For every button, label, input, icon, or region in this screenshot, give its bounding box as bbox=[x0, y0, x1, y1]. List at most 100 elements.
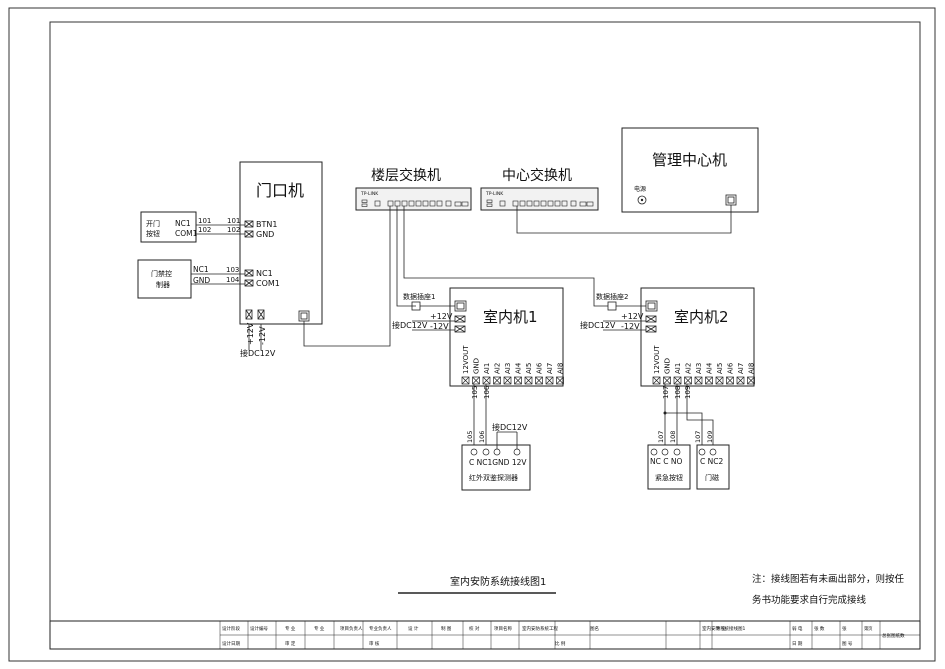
title-block: 设计阶段设计编号专 业专 业项目负责人专业负责人设 计制 图校 对项目名称室内安… bbox=[49, 620, 921, 650]
title-block-cell: 室内安防系统工程 bbox=[522, 625, 558, 632]
pin-terminal bbox=[503, 376, 512, 385]
pin-label: AI1 bbox=[483, 363, 491, 374]
wire-101-left: 101 bbox=[198, 217, 211, 225]
wire-104: 104 bbox=[226, 276, 240, 284]
note-line-1: 注：接线图若有未画出部分，则按任 bbox=[752, 573, 905, 585]
title-block-cell: 专业负责人 bbox=[369, 625, 392, 632]
pin-label: AI4 bbox=[515, 362, 523, 374]
title-block-cell: 专 业 bbox=[285, 625, 296, 632]
indoor2-plus: +12V bbox=[621, 312, 644, 321]
indoor2-data-port-label: 数据插座2 bbox=[596, 292, 628, 301]
door-power-minus: -12V bbox=[258, 326, 267, 345]
pin-terminal bbox=[482, 376, 491, 385]
pin-terminal bbox=[461, 376, 470, 385]
indoor1-wire-b: 106 bbox=[483, 385, 491, 399]
indoor1-wire-a: 105 bbox=[471, 386, 479, 399]
lock-controller-device: 门禁控 制器 NC1 GND 103 104 bbox=[137, 259, 245, 299]
title-block-cell: 图 号 bbox=[842, 641, 853, 647]
title-block-cell: 项目负责人 bbox=[340, 625, 363, 632]
lock-controller-label-1: 门禁控 bbox=[151, 269, 172, 278]
open-button-term2: COM1 bbox=[175, 229, 198, 238]
title-block-cell: 项目名称 bbox=[494, 625, 512, 632]
pin-label: AI5 bbox=[525, 363, 533, 374]
lock-controller-label-2: 制器 bbox=[156, 280, 170, 289]
pin-label: GND bbox=[473, 358, 481, 374]
pin-label: AI7 bbox=[546, 363, 554, 374]
indoor2-wire-a: 107 bbox=[662, 386, 670, 399]
indoor1-plus: +12V bbox=[430, 312, 453, 321]
pin-terminal bbox=[545, 376, 554, 385]
pin-label: AI8 bbox=[557, 363, 565, 374]
pin-label: AI7 bbox=[737, 363, 745, 374]
pin-label: AI5 bbox=[716, 363, 724, 374]
mgmt-center-title: 管理中心机 bbox=[652, 151, 727, 169]
indoor2-wire-c: 109 bbox=[684, 386, 692, 399]
title-block-cell: 张 数 bbox=[814, 625, 825, 632]
wire-102-left: 102 bbox=[198, 226, 211, 234]
pin-label: AI3 bbox=[695, 363, 703, 374]
pin-terminal bbox=[715, 376, 724, 385]
door-unit: 门口机 BTN1 GND NC1 COM1 +12V -12V 接DC12V bbox=[239, 161, 323, 358]
management-center: 管理中心机 电源 bbox=[621, 127, 759, 213]
indoor1-data-port-label: 数据插座1 bbox=[403, 292, 435, 301]
pin-label: AI6 bbox=[727, 362, 735, 374]
terminal-btn1: BTN1 bbox=[256, 220, 277, 229]
title-block-cell: 第 bbox=[864, 625, 869, 632]
magnet-label: 门磁 bbox=[705, 473, 719, 482]
title-block-cell: 设 计 bbox=[408, 625, 419, 632]
emergency-wire-b: 108 bbox=[669, 431, 677, 443]
title-block-cell: 张 bbox=[842, 625, 847, 632]
pin-terminal bbox=[663, 376, 671, 385]
pin-terminal bbox=[493, 376, 501, 385]
lock-controller-term2: GND bbox=[193, 276, 210, 285]
pin-label: AI2 bbox=[494, 363, 502, 374]
indoor1-title: 室内机1 bbox=[483, 308, 538, 326]
ir-power-label: 接DC12V bbox=[492, 422, 528, 432]
network-wires bbox=[303, 205, 732, 347]
title-block-cell: 图名 bbox=[590, 625, 599, 632]
open-button-device: 开门 按钮 NC1 COM1 101 102 101 102 bbox=[140, 211, 245, 243]
pin-terminal bbox=[524, 376, 533, 385]
ir-wire-b: 106 bbox=[478, 431, 486, 443]
door-power-plus: +12V bbox=[246, 322, 255, 345]
title-block-cell: 设计日期 bbox=[222, 640, 240, 647]
note-line-2: 务书功能要求自行完成接线 bbox=[752, 594, 867, 606]
pin-terminal bbox=[556, 376, 564, 385]
indoor2-power-label: 接DC12V bbox=[580, 320, 616, 330]
emergency-pins: NC C NO bbox=[650, 457, 682, 466]
magnet-pins: C NC2 bbox=[700, 457, 723, 466]
pin-label: AI4 bbox=[706, 362, 714, 374]
wire-102-right: 102 bbox=[227, 226, 240, 234]
pin-terminal bbox=[747, 376, 755, 385]
floor-switch-title: 楼层交换机 bbox=[371, 167, 441, 184]
title-block-cell: 审 核 bbox=[369, 640, 380, 647]
emergency-label: 紧急按钮 bbox=[655, 473, 683, 482]
title-block-cell: 审 定 bbox=[285, 640, 296, 647]
wire-103: 103 bbox=[226, 266, 239, 274]
pin-label: AI8 bbox=[748, 363, 756, 374]
indoor2-minus: -12V bbox=[621, 322, 640, 331]
title-block-cell: 页 bbox=[868, 626, 873, 632]
ir-pins: C NC1GND 12V bbox=[469, 458, 527, 467]
title-block-cell: 专 业 bbox=[716, 625, 727, 632]
inner-frame bbox=[49, 21, 921, 650]
pin-label: 12VOUT bbox=[462, 345, 470, 374]
open-button-label-2: 按钮 bbox=[146, 229, 160, 238]
pin-label: AI1 bbox=[674, 363, 682, 374]
terminal-gnd: GND bbox=[256, 230, 274, 239]
terminal-com1: COM1 bbox=[256, 279, 280, 288]
pin-label: AI3 bbox=[504, 363, 512, 374]
title-block-cell: 室内安防系统接线图1 bbox=[702, 625, 745, 632]
drawing-title: 室内安防系统接线图1 bbox=[450, 575, 546, 588]
center-switch-brand: TP-LINK bbox=[485, 191, 504, 197]
magnet-wire-a: 107 bbox=[694, 431, 702, 443]
open-button-term1: NC1 bbox=[175, 219, 191, 228]
door-power-label: 接DC12V bbox=[240, 348, 276, 358]
indoor1-power-label: 接DC12V bbox=[392, 320, 428, 330]
pin-label: GND bbox=[664, 358, 672, 374]
pin-terminal bbox=[514, 376, 522, 385]
title-block-cell: 专 业 bbox=[314, 625, 325, 632]
door-magnet: 107 109 C NC2 门磁 bbox=[694, 431, 730, 490]
